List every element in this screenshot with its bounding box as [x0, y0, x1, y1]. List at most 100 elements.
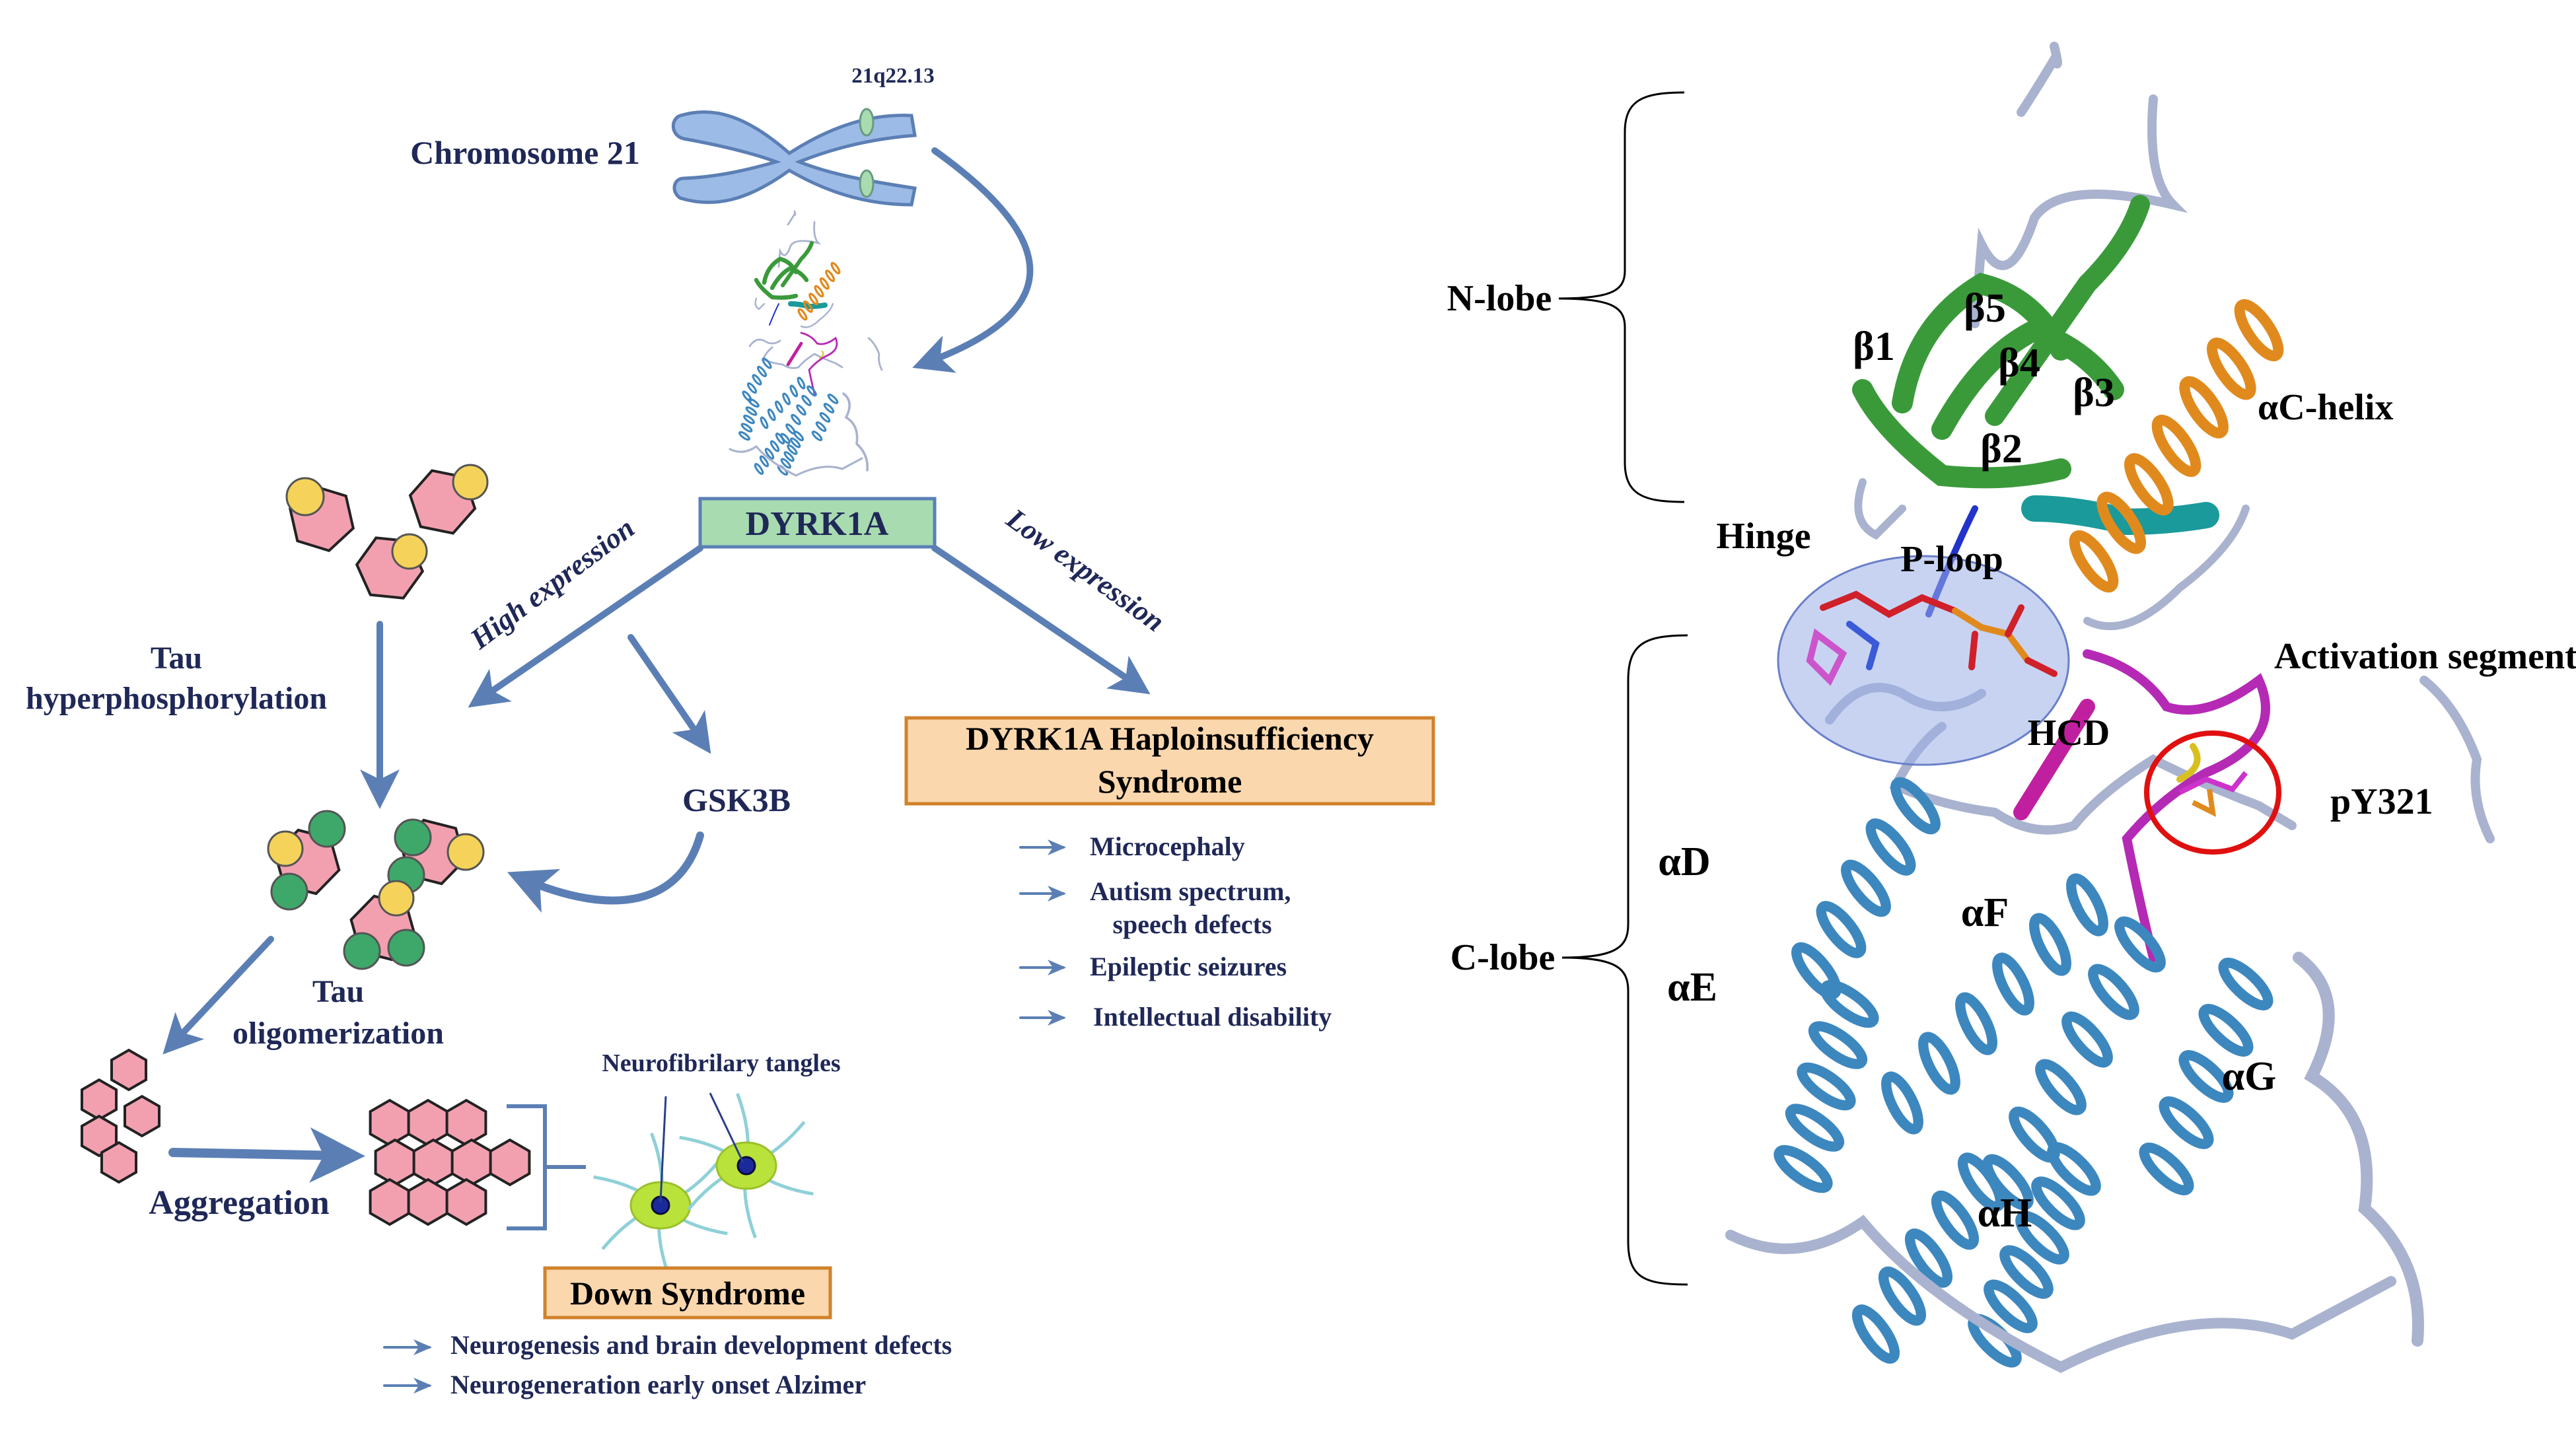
helix-turn — [2159, 1096, 2214, 1149]
beta-strand — [1852, 379, 2071, 489]
helix-turn — [1955, 992, 1997, 1055]
phosphate-green-icon — [387, 929, 425, 967]
tau-hexagon — [124, 1094, 161, 1138]
tau-protein-illustrations — [81, 464, 531, 1226]
helix-turn — [1918, 1032, 1960, 1095]
helix-turn — [2234, 299, 2284, 362]
helix-turn — [1797, 1062, 1856, 1111]
helix-turn — [748, 398, 760, 408]
tau-hexagon — [369, 1178, 411, 1226]
loop — [754, 297, 766, 310]
helix-turn — [789, 384, 799, 398]
alpha-h-label: αH — [1978, 1191, 2032, 1236]
loop — [748, 338, 781, 347]
helix-turn — [2069, 530, 2119, 593]
alpha-helix — [2069, 299, 2284, 593]
list-item: speech defects — [1112, 909, 1271, 939]
loop — [1725, 1215, 2396, 1373]
low-expression-label: Low expression — [1000, 502, 1170, 638]
beta-strand — [1985, 195, 2150, 426]
helix-turn — [2151, 414, 2201, 477]
tau-hexagon — [450, 1138, 493, 1187]
helix-turn — [2139, 1143, 2194, 1195]
phosphate-green-icon — [270, 872, 308, 911]
dyrk1a-label: DYRK1A — [746, 505, 889, 543]
helix-turn — [819, 277, 830, 290]
alpha-helix — [760, 376, 806, 429]
chromosome-icon — [671, 108, 917, 207]
tau-hexagon — [110, 1048, 147, 1092]
helix-turn — [764, 448, 775, 460]
helix-turn — [1808, 1021, 1868, 1069]
helix-turn — [2047, 1142, 2101, 1196]
list-item: Intellectual disability — [1093, 1002, 1332, 1032]
alpha-helix — [2139, 958, 2273, 1195]
beta5-label: β5 — [1964, 286, 2006, 331]
tau-hexagon — [81, 1078, 118, 1121]
loop — [2083, 649, 2270, 962]
helix-turn — [1890, 777, 1941, 835]
list-item: Neurogenesis and brain development defec… — [450, 1330, 952, 1360]
helix-turn — [1816, 901, 1867, 958]
p-loop-label: P-loop — [1900, 539, 2003, 580]
helix-turn — [797, 376, 806, 390]
atp-pocket-highlight — [1777, 555, 2070, 766]
helix-turn — [756, 365, 768, 378]
helix-turn — [743, 414, 755, 425]
helix-turn — [827, 394, 839, 404]
phosphate-yellow-icon — [391, 533, 428, 570]
alpha-helix — [754, 433, 785, 475]
py321-highlight-circle — [2144, 730, 2281, 855]
tau-hexagon — [412, 1138, 454, 1187]
helix-turn — [2178, 1050, 2234, 1103]
helix-turn — [801, 394, 812, 406]
tau-hexagon — [374, 1138, 416, 1187]
helix-turn — [742, 390, 752, 402]
alpha-helix — [1773, 979, 1879, 1193]
helix-turn — [1992, 952, 2034, 1016]
helix-turn — [790, 437, 801, 448]
beta-strand — [781, 241, 814, 287]
alpha-helix — [797, 262, 841, 321]
helix-turn — [830, 262, 841, 275]
haploinsufficiency-box — [904, 716, 1435, 806]
helix-turn — [1865, 818, 1916, 876]
alpha-helix — [1881, 873, 2108, 1135]
phosphate-yellow-icon — [378, 880, 415, 917]
helix-turn — [2096, 491, 2146, 554]
helix-turn — [2015, 1211, 2069, 1265]
right-panel: N-lobe C-lobe β1 β5 β4 β3 β2 αC-helix Hi… — [1447, 42, 2576, 1373]
list-item: Autism spectrum, — [1090, 876, 1291, 906]
high-expression-label: High expression — [464, 511, 641, 656]
haploinsufficiency-list: Microcephaly Autism spectrum, speech def… — [1019, 831, 1332, 1032]
helix-turn — [811, 431, 823, 441]
helix-turn — [1904, 1228, 1953, 1288]
loop — [800, 332, 838, 395]
oligo-to-aggregate-arrow — [162, 936, 274, 1055]
helix-turn — [1785, 1104, 1845, 1152]
loop — [762, 346, 843, 369]
c-lobe-label: C-lobe — [1450, 937, 1556, 978]
ligand-sticks — [1806, 590, 2057, 686]
helix-turn — [1851, 1304, 1900, 1364]
helix-turn — [819, 412, 831, 423]
helix-turn — [2031, 1176, 2085, 1230]
helix-turn — [806, 385, 817, 397]
alpha-helix — [811, 394, 839, 441]
helix-turn — [796, 404, 806, 416]
list-item: Neurogeneration early onset Alzimer — [450, 1370, 866, 1399]
loop — [867, 337, 883, 371]
alpha-e-label: αE — [1667, 965, 1717, 1010]
neuron-icon — [593, 1132, 728, 1279]
helix-turn — [1931, 1190, 1980, 1250]
helix-turn — [1820, 979, 1879, 1028]
loop — [787, 210, 797, 226]
helix-turn — [2198, 1004, 2254, 1057]
beta-strand — [1892, 272, 2071, 413]
helix-turn — [767, 408, 776, 421]
helix-turn — [1773, 1145, 1833, 1193]
helix-turn — [1881, 1071, 1923, 1135]
helix-turn — [775, 400, 783, 413]
alpha-helix — [1791, 777, 1941, 1000]
